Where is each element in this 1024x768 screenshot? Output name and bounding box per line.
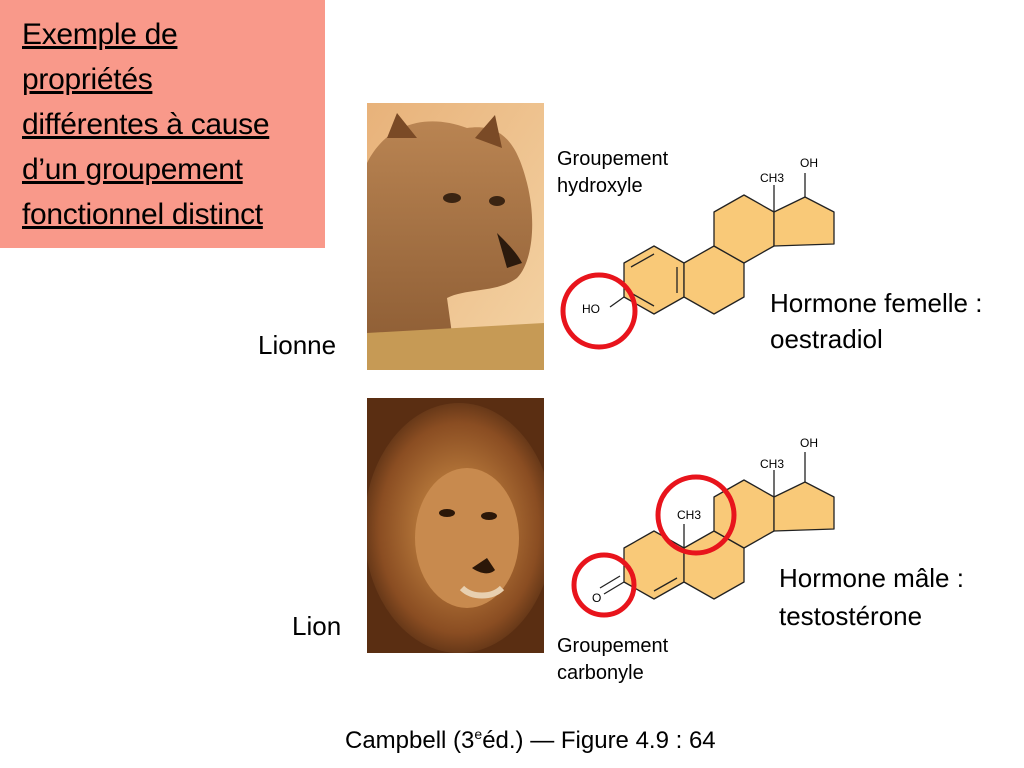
- o-atom: O: [592, 591, 601, 605]
- group-label-line: Groupement: [557, 635, 669, 657]
- hormone-label-line: Hormone femelle :: [770, 288, 983, 318]
- oh-atom: OH: [800, 436, 818, 450]
- citation-sup: e: [474, 726, 483, 742]
- ring-d: [773, 196, 835, 247]
- hormone-label-line: oestradiol: [770, 324, 883, 354]
- slide-title: Exemple de propriétés différentes à caus…: [22, 12, 322, 237]
- hydroxyl-highlight-circle: [560, 272, 638, 350]
- ch3-atom: CH3: [760, 457, 784, 471]
- hormone-label-line: testostérone: [779, 601, 923, 631]
- title-line: Exemple de: [22, 18, 178, 51]
- hormone-label-line: Hormone mâle :: [779, 563, 964, 593]
- title-box: Exemple de propriétés différentes à caus…: [0, 0, 325, 248]
- ho-atom: HO: [582, 302, 600, 316]
- methyl-highlight-circle: [655, 474, 737, 556]
- title-line: propriétés: [22, 63, 153, 96]
- lioness-label: Lionne: [258, 330, 337, 360]
- ch3-atom: CH3: [760, 171, 784, 185]
- lioness-photo: [367, 103, 544, 370]
- female-hormone-label: Hormone femelle : oestradiol: [770, 285, 982, 357]
- estradiol-structure: CH3 OH HO: [560, 156, 835, 350]
- citation-post: éd.) — Figure 4.9 : 64: [482, 727, 716, 754]
- title-line: d’un groupement: [22, 153, 243, 186]
- lion-label: Lion: [292, 611, 342, 641]
- hydroxyl-group-label: Groupement hydroxyle: [557, 146, 668, 200]
- lion-photo: [367, 398, 544, 653]
- ch3-junction-atom: CH3: [677, 508, 701, 522]
- title-line: différentes à cause: [22, 108, 270, 141]
- group-label-line: Groupement: [557, 148, 669, 170]
- ring-d: [773, 481, 835, 532]
- title-line: fonctionnel distinct: [22, 198, 263, 231]
- citation: Campbell (3eéd.) — Figure 4.9 : 64: [345, 726, 716, 755]
- oh-atom: OH: [800, 156, 818, 170]
- group-label-line: hydroxyle: [557, 175, 643, 197]
- male-hormone-label: Hormone mâle : testostérone: [779, 559, 964, 635]
- group-label-line: carbonyle: [557, 662, 644, 684]
- testosterone-structure: CH3 OH CH3 O: [571, 436, 835, 618]
- citation-pre: Campbell (3: [345, 727, 475, 754]
- carbonyl-group-label: Groupement carbonyle: [557, 633, 668, 687]
- carbonyl-highlight-circle: [571, 552, 637, 618]
